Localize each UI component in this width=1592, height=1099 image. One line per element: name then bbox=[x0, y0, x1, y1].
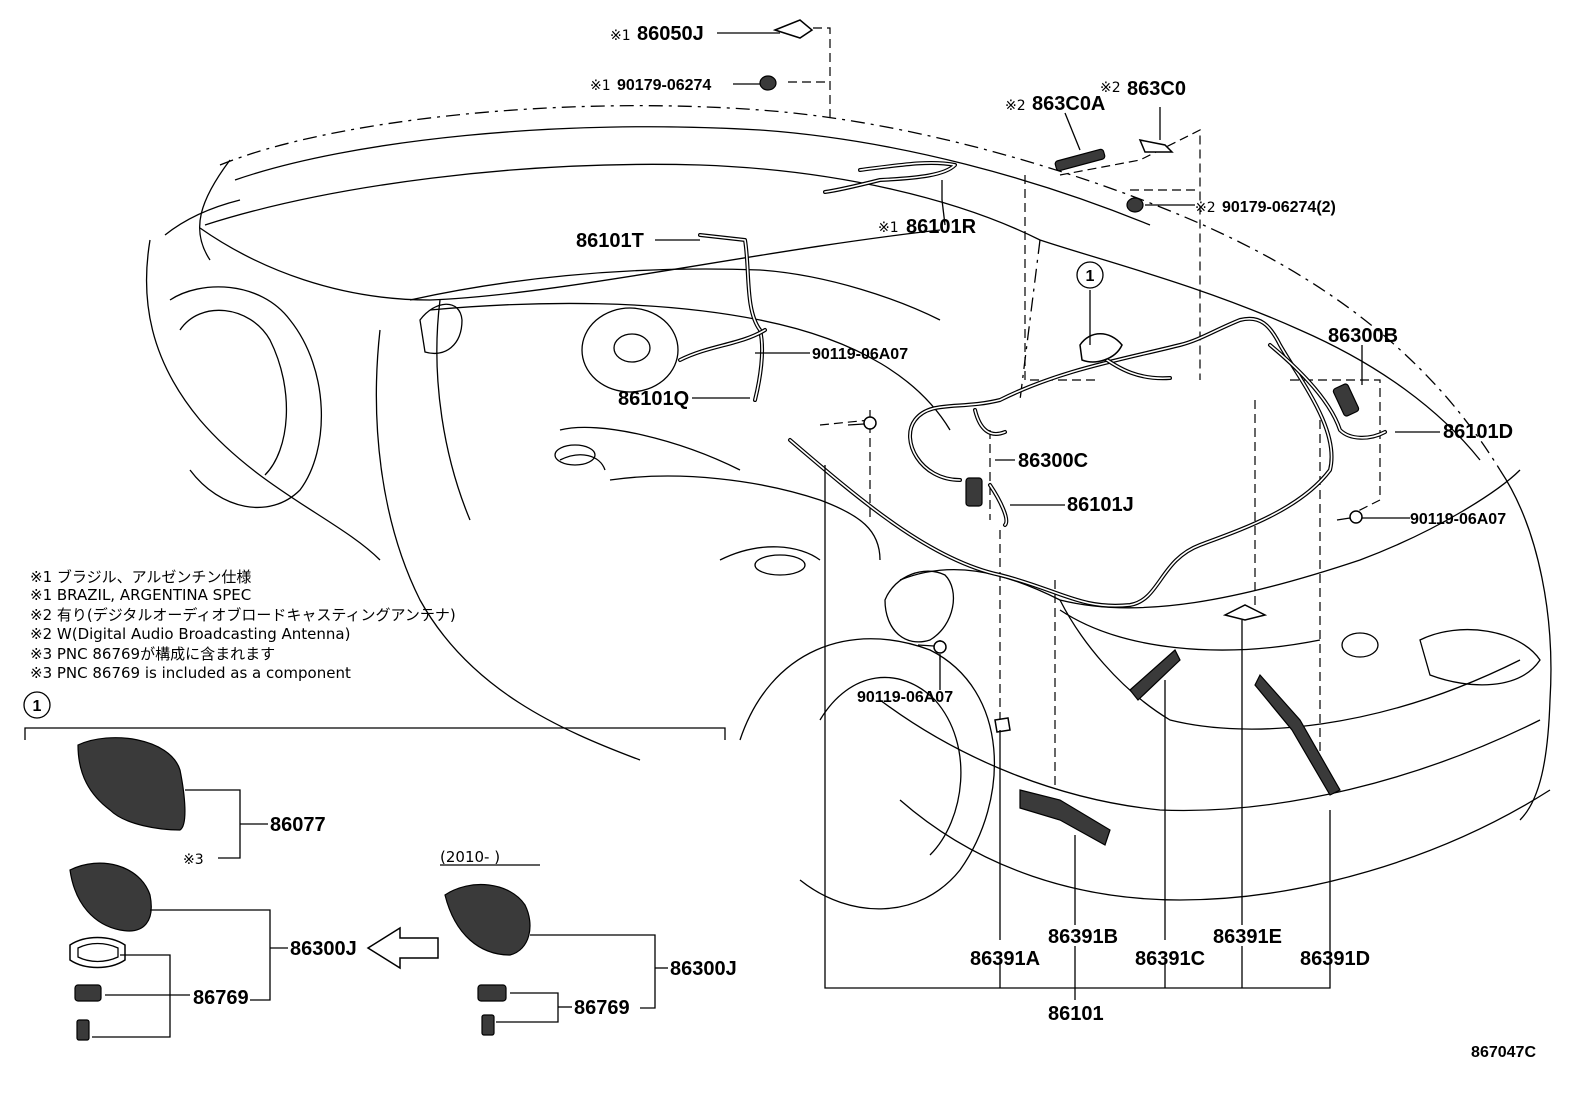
inset-shark-fin bbox=[24, 727, 726, 1041]
note-1-en: ※1 BRAZIL, ARGENTINA SPEC bbox=[30, 586, 251, 604]
mark-note-3: ※3 bbox=[183, 852, 204, 868]
svg-text:1: 1 bbox=[1086, 268, 1095, 285]
mark-note-2: ※2 bbox=[1100, 80, 1121, 96]
part-shapes bbox=[759, 19, 1363, 846]
mark-note-1: ※1 bbox=[590, 78, 611, 94]
mark-note-1: ※1 bbox=[610, 28, 631, 44]
mark-note-1: ※1 bbox=[878, 220, 899, 236]
leader-lines bbox=[655, 32, 1440, 1000]
front-harness bbox=[678, 160, 957, 402]
label-86101R: 86101R bbox=[906, 216, 977, 238]
label-86101J: 86101J bbox=[1067, 494, 1134, 516]
label-86391C: 86391C bbox=[1135, 948, 1205, 970]
label-86101: 86101 bbox=[1048, 1003, 1104, 1025]
label-86300J-right: 86300J bbox=[670, 958, 737, 980]
label-863C0A: 863C0A bbox=[1032, 93, 1105, 115]
legend-notes: ※1 ブラジル、アルゼンチン仕様 ※1 BRAZIL, ARGENTINA SP… bbox=[30, 568, 456, 682]
date-range-label: (2010- ) bbox=[440, 848, 500, 866]
note-1-jp: ※1 ブラジル、アルゼンチン仕様 bbox=[30, 568, 251, 586]
label-86300J-left: 86300J bbox=[290, 938, 357, 960]
label-86391E: 86391E bbox=[1213, 926, 1282, 948]
assembly-guide-lines bbox=[785, 27, 1381, 790]
antenna-base-86300J-right bbox=[444, 883, 531, 956]
mark-note-2: ※2 bbox=[1195, 200, 1216, 216]
callout-1-inset: 1 bbox=[23, 691, 51, 719]
label-86769-left: 86769 bbox=[193, 987, 249, 1009]
label-90179-06274-top: 90179-06274 bbox=[617, 77, 711, 94]
label-86077: 86077 bbox=[270, 814, 326, 836]
bolt-90119-a bbox=[847, 416, 877, 430]
note-3-jp: ※3 PNC 86769が構成に含まれます bbox=[30, 645, 275, 663]
label-86391B: 86391B bbox=[1048, 926, 1118, 948]
label-86391A: 86391A bbox=[970, 948, 1040, 970]
label-86050J: 86050J bbox=[637, 23, 704, 45]
note-2-en: ※2 W(Digital Audio Broadcasting Antenna) bbox=[30, 625, 350, 643]
mark-note-2: ※2 bbox=[1005, 98, 1026, 114]
antenna-base-86300J-left bbox=[69, 862, 152, 932]
antenna-cover-86077 bbox=[77, 737, 186, 831]
label-863C0: 863C0 bbox=[1127, 78, 1186, 100]
vehicle-outline bbox=[145, 105, 1552, 910]
note-2-jp: ※2 有り(デジタルオーディオブロードキャスティングアンテナ) bbox=[30, 606, 456, 624]
callout-1-main: 1 bbox=[1076, 261, 1104, 289]
label-90179-06274-2: 90179-06274(2) bbox=[1222, 199, 1336, 216]
bolt-90119-b bbox=[1336, 510, 1363, 524]
part-labels: ※1 86050J ※1 90179-06274 ※2 863C0A ※2 86… bbox=[183, 23, 1536, 1061]
label-90119-06A07-b: 90119-06A07 bbox=[1410, 511, 1506, 528]
svg-text:1: 1 bbox=[33, 698, 42, 715]
label-86391D: 86391D bbox=[1300, 948, 1370, 970]
note-3-en: ※3 PNC 86769 is included as a component bbox=[30, 664, 351, 682]
label-86101Q: 86101Q bbox=[618, 388, 689, 410]
label-86300B: 86300B bbox=[1328, 325, 1398, 347]
figure-id: 867047C bbox=[1471, 1044, 1536, 1061]
label-86101T: 86101T bbox=[576, 230, 644, 252]
label-90119-06A07-c: 90119-06A07 bbox=[857, 689, 953, 706]
label-86769-right: 86769 bbox=[574, 997, 630, 1019]
label-90119-06A07-a: 90119-06A07 bbox=[812, 346, 908, 363]
replacement-arrow bbox=[366, 926, 439, 970]
label-86300C: 86300C bbox=[1018, 450, 1088, 472]
label-86101D: 86101D bbox=[1443, 421, 1513, 443]
bolt-90119-c bbox=[917, 640, 947, 654]
